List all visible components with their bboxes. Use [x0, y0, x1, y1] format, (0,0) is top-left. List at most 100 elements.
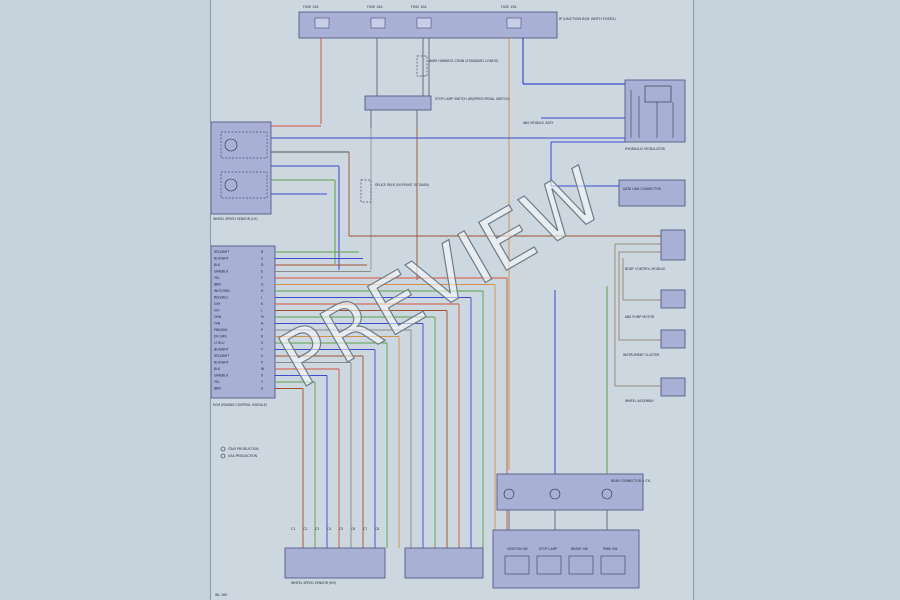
ecm-pin-id: R: [261, 335, 264, 339]
fuse-label-4: FUSE 15A: [501, 5, 517, 9]
ecm-pin-labels: RED/WHT B BLU/WHT C BLK D GRN/BLK E YEL F BRN G WHT/…: [213, 250, 265, 391]
ecm-pin-label: TAN: [213, 322, 221, 326]
ecm-pin-id: X: [261, 374, 264, 378]
ecm-pin-label: RED/WHT: [214, 250, 229, 254]
ecm-pin-label: BLU/WHT: [214, 257, 229, 261]
hydraulic-modulator: [624, 79, 686, 143]
ecm-pin-label: PNK/BLK: [214, 328, 228, 332]
ecm-pin-id: F: [261, 276, 263, 280]
switch-label: BRAKE SW: [571, 547, 589, 551]
ecm-output-wires: [275, 251, 508, 548]
instrument-cluster: [660, 329, 686, 349]
ecm-label: ECM (ENGINE CONTROL MODULE): [213, 403, 267, 407]
inst-cluster-connector: [404, 547, 484, 579]
ecm-pin-label: BLK: [214, 367, 221, 371]
ecm-pin-id: T: [260, 348, 263, 352]
splice-pack: [360, 179, 372, 203]
connector-pin-label: C6: [351, 527, 355, 531]
fuse-label-2: FUSE 10A: [367, 5, 383, 9]
ecm-pin-label: BLK: [214, 263, 221, 267]
ecm-pin-id: S: [261, 341, 263, 345]
switch-label: IGNITION SW: [507, 547, 529, 551]
abs-pump-label: ABS PUMP MOTOR: [625, 315, 655, 319]
ecm-module: [211, 245, 276, 399]
ecm-pin-id: E: [261, 270, 263, 274]
ecm-pin-id: Z: [261, 387, 264, 391]
connector-pin-label: C1: [291, 527, 295, 531]
splice-pack-label: SPLICE PACK (IN FRONT OF DASH): [375, 183, 429, 187]
legend-italy: ITALY PRODUCTION: [228, 447, 259, 451]
schematic-sheet: IP JUNCTION BOX (WITH FUSES) FUSE 15A FU…: [210, 0, 694, 600]
hydraulic-label: HYDRAULIC MODULATOR: [625, 147, 666, 151]
ecm-pin-id: U: [261, 354, 264, 358]
connector-pin-label: C2: [303, 527, 307, 531]
ecm-pin-label: GRN/BLK: [214, 374, 229, 378]
ecm-pin-label: WHT/GRN: [214, 289, 230, 293]
ecm-pin-id: D: [261, 263, 264, 267]
wheel-speed-right-connector: [284, 547, 386, 579]
ecm-pin-label: VIO: [214, 309, 220, 313]
stop-lamp-switch: [364, 95, 432, 111]
wheel-assy-label: WHEEL ASSEMBLY: [625, 399, 654, 403]
ecm-pin-label: YEL: [214, 380, 220, 384]
wheel-speed-left-label: WHEEL SPEED SENSOR (LH): [213, 217, 258, 221]
ecm-pin-label: LT BLU: [214, 341, 225, 345]
bottom-wires: C1 C2 C3 C4 C5 C6 C7 C8: [291, 527, 379, 531]
rear-connector-label: REAR CONNECTOR 4 CYL: [611, 479, 651, 483]
wheel-speed-right-label: WHEEL SPEED SENSOR (RH): [291, 581, 336, 585]
ecm-pin-label: RED/WHT: [214, 354, 229, 358]
ecm-pin-id: W: [261, 367, 265, 371]
ecm-pin-id: Y: [261, 380, 263, 384]
ecm-pin-id: N: [261, 322, 264, 326]
switch-label: STOP LAMP: [539, 547, 557, 551]
switch-contact: [504, 555, 530, 575]
stop-lamp-label: STOP LAMP SWITCH (W/SPEED PEDAL SWITCH): [435, 97, 510, 101]
switch-contact: [568, 555, 594, 575]
ecm-pin-label: BLU/WHT: [214, 361, 229, 365]
ecm-pin-label: GRY: [214, 302, 220, 306]
ecm-pin-label: BLK/WHT: [214, 348, 229, 352]
ecm-pin-id: C: [261, 257, 264, 261]
connector-pin-label: C7: [363, 527, 367, 531]
data-link-connector: [618, 179, 686, 207]
body-control-label: BODY CONTROL MODULE: [625, 267, 665, 271]
ecm-pin-id: H: [261, 289, 264, 293]
ecm-pin-id: B: [261, 250, 263, 254]
inst-cluster-label: INSTRUMENT CLUSTER: [623, 353, 660, 357]
ecm-pin-label: ORN: [214, 315, 222, 319]
ecm-pin-label: DK GRN: [214, 335, 227, 339]
data-link-label: DATA LINK CONNECTOR: [623, 187, 662, 191]
fuse-label-3: FUSE 10A: [411, 5, 427, 9]
abs-pump-motor: [660, 289, 686, 309]
connector-pin-label: C5: [339, 527, 343, 531]
switch-contact: [536, 555, 562, 575]
ecm-pin-label: BRN: [214, 387, 221, 391]
fuse-label-1: FUSE 15A: [303, 5, 319, 9]
ecm-pin-label: YEL: [214, 276, 220, 280]
connector-pin-label: C8: [375, 527, 379, 531]
abs-module-label: ABS MODULE ASSY: [523, 121, 553, 125]
ecm-pin-id: J: [260, 296, 262, 300]
switch-contact: [600, 555, 626, 575]
rear-connector-box: [496, 473, 644, 511]
wheel-assembly: [660, 377, 686, 397]
wheel-speed-sensor-box: [211, 121, 272, 215]
ecm-pin-id: P: [261, 328, 263, 332]
ecm-pin-label: GRN/BLK: [214, 270, 229, 274]
ecm-pin-id: L: [261, 309, 263, 313]
ecm-pin-id: G: [261, 283, 264, 287]
ecm-pin-id: M: [261, 315, 264, 319]
ecm-pin-id: V: [261, 361, 264, 365]
wiring-diagram: IP JUNCTION BOX (WITH FUSES) FUSE 15A FU…: [211, 5, 686, 597]
connector-pin-label: C3: [315, 527, 319, 531]
connector-pin-label: C4: [327, 527, 331, 531]
ecm-pin-id: K: [261, 302, 264, 306]
page-ref: WL-160: [215, 593, 227, 597]
fuse-group: [314, 17, 522, 29]
wheel-assy-connector: [492, 529, 640, 589]
ecm-pin-label: RED/BLU: [214, 296, 229, 300]
legend-usa: USA PRODUCTION: [228, 454, 258, 458]
body-control-module: [660, 229, 686, 261]
wire-harness-label: WIRE HARNESS CONN (STANDARD CONFIG): [429, 59, 499, 63]
